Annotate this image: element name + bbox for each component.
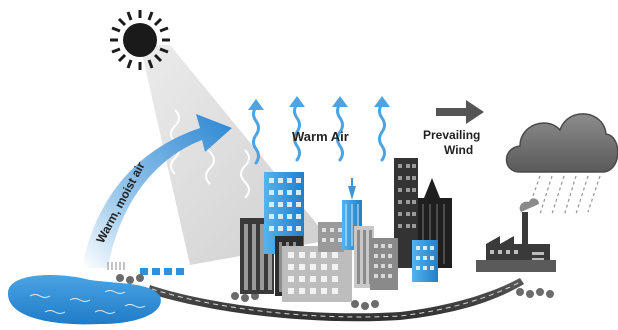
prevailing-wind-label-line2: Wind (444, 143, 473, 157)
road-center-line (151, 280, 523, 318)
sun-icon (110, 10, 170, 70)
heat-wave-icon (248, 99, 264, 165)
water-body (7, 275, 161, 325)
warm-moist-air-label: Warm, moist air (93, 159, 148, 245)
road (148, 278, 524, 322)
warm-air-arrows (248, 96, 390, 165)
wind-arrow-icon (436, 100, 484, 124)
warm-air-label: Warm Air (292, 129, 349, 144)
rain-cloud-icon (505, 113, 618, 217)
heat-wave-icon (289, 96, 305, 162)
heat-wave-icon (374, 96, 390, 162)
heat-wave-icon (332, 96, 348, 162)
factory-icon (476, 198, 556, 272)
prevailing-wind-label-line1: Prevailing (423, 128, 480, 142)
suburban-houses (107, 262, 184, 275)
city-skyline (240, 158, 452, 302)
